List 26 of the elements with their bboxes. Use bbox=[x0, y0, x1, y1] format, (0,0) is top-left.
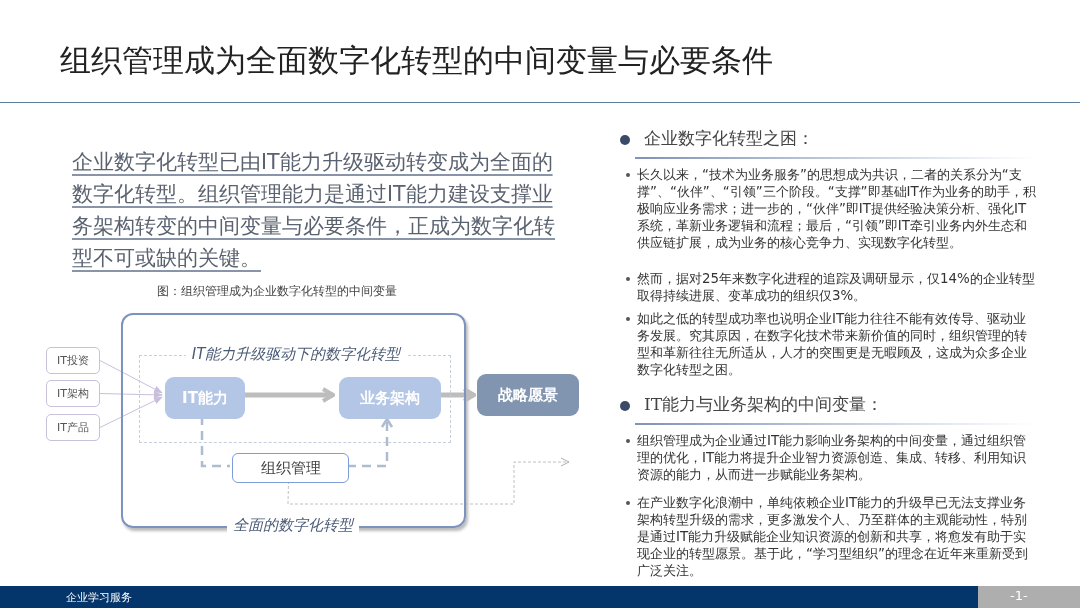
process-box: 业务架构 bbox=[339, 377, 441, 419]
page-number: -1- bbox=[1010, 588, 1028, 603]
goal-box: 战略愿景 bbox=[477, 374, 579, 416]
section-heading: 企业数字化转型之困： bbox=[644, 127, 814, 150]
input-box: IT产品 bbox=[46, 414, 100, 441]
process-box: IT能力 bbox=[165, 377, 245, 419]
arrow bbox=[99, 396, 163, 428]
bullet-text: 然而，据对25年来数字化进程的追踪及调研显示，仅14%的企业转型取得持续进展、变革成功的组织仅3%。 bbox=[637, 270, 1036, 304]
intro-paragraph: 企业数字化转型已由IT能力升级驱动转变成为全面的数字化转型。组织管理能力是通过IT能力建设支撑业务架构转变的中间变量与必要条件，正成为数字化转型不可或缺的关键。 bbox=[72, 149, 556, 272]
bullet-text: 如此之低的转型成功率也说明企业IT能力往往不能有效传导、驱动业务发展。究其原因，在数字化技术带来新价值的同时，组织管理的转型和革新往往无所适从，人才的突围更是无暇顾及，这成为众多企业数字化转型之困。 bbox=[637, 310, 1028, 378]
process-box: 组织管理 bbox=[232, 453, 349, 483]
bullet-text: 长久以来，“技术为业务服务”的思想成为共识，二者的关系分为“支撑”、“伙伴”、“引领”三个阶段。“支撑”即基础IT作为业务的助手，积极响应业务需求；进一步的，“伙伴”即IT提供经验决策分析、强化IT系统，革新业务逻辑和流程；最后，“引领”即IT牵引业务内外生态和供应链扩展，成为业务的核心竞争力、实现数字化转型。 bbox=[637, 166, 1037, 251]
page-title: 组织管理成为全面数字化转型的中间变量与必要条件 bbox=[60, 41, 773, 80]
group-title: 全面的数字化转型 bbox=[227, 516, 359, 535]
footer-text: 企业学习服务 bbox=[66, 590, 132, 605]
bullet-text: 组织管理成为企业通过IT能力影响业务架构的中间变量，通过组织管理的优化，IT能力将提升企业智力资源创造、集成、转移、利用知识资源的能力，从而进一步赋能业务架构。 bbox=[637, 432, 1028, 483]
bullet-text: 在产业数字化浪潮中，单纯依赖企业IT能力的升级早已无法支撑业务架构转型升级的需求，更多激发个人、乃至群体的主观能动性，特别是通过IT能力升级赋能企业知识资源的创新和共享，将愈发有助于实现企业的转型愿景。基于此，“学习型组织”的理念在近年来重新受到广泛关注。 bbox=[637, 494, 1029, 579]
arrow bbox=[99, 360, 163, 394]
arrow bbox=[347, 417, 394, 468]
arrow bbox=[99, 391, 163, 399]
group-title: IT能力升级驱动下的数字化转型 bbox=[185, 345, 407, 364]
input-box: IT架构 bbox=[46, 380, 100, 407]
input-box: IT投资 bbox=[46, 347, 100, 374]
connector-line bbox=[200, 416, 230, 468]
figure-caption: 图：组织管理成为企业数字化转型的中间变量 bbox=[157, 283, 397, 300]
section-heading: IT能力与业务架构的中间变量： bbox=[644, 393, 884, 416]
